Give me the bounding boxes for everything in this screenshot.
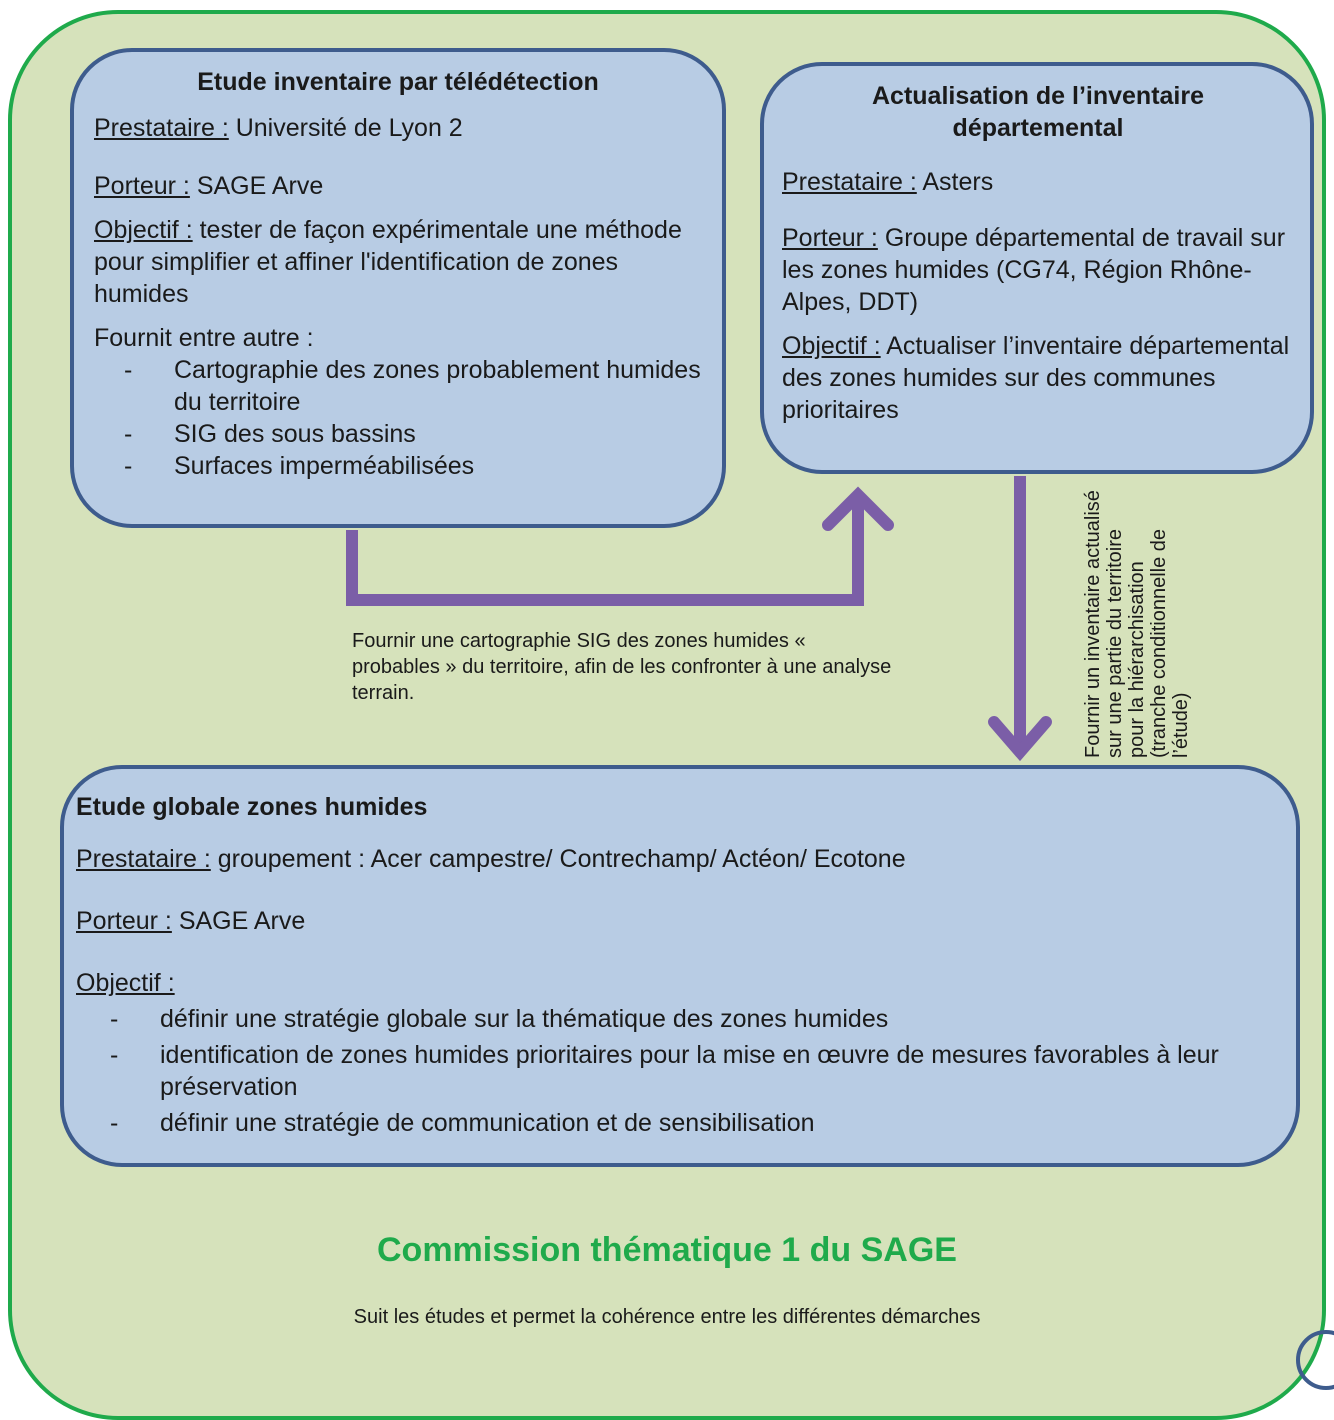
box-b-objectif: Objectif : Actualiser l’inventaire dépar… [782,330,1294,426]
commission-subtitle: Suit les études et permet la cohérence e… [353,1306,981,1328]
box-c-porteur-label: Porteur : [76,907,172,935]
box-b-prestataire-value: Asters [916,168,994,196]
box-b-prestataire-label: Prestataire : [782,168,917,196]
box-b-porteur-value: Groupe départemental de travail sur les … [782,224,1286,316]
box-a-porteur-label: Porteur : [94,172,190,200]
box-b-porteur: Porteur : Groupe départemental de travai… [782,222,1294,318]
box-a-prestataire-label: Prestataire : [94,114,229,142]
arrow-b-to-c-caption: Fournir un inventaire actualisé sur une … [1082,490,1192,758]
box-c-prestataire-value: groupement : Acer campestre/ Contrechamp… [210,845,906,873]
box-a-prestataire: Prestataire : Université de Lyon 2 [94,112,702,144]
box-b-porteur-label: Porteur : [782,224,878,252]
list-item: -Cartographie des zones probablement hum… [124,356,701,416]
box-etude-globale: Etude globale zones humides Prestataire … [60,765,1300,1167]
box-b-objectif-value: Actualiser l’inventaire départemental de… [782,332,1290,424]
box-c-list: -définir une stratégie globale sur la th… [76,1003,1284,1139]
commission-title: Commission thématique 1 du SAGE [377,1231,957,1269]
box-c-prestataire-label: Prestataire : [76,845,211,873]
box-actualisation-inventaire: Actualisation de l’inventaire départemen… [760,62,1314,474]
box-etude-teledetection: Etude inventaire par télédétection Prest… [70,48,726,528]
box-c-prestataire: Prestataire : groupement : Acer campestr… [76,843,1284,875]
box-a-porteur-value: SAGE Arve [189,172,324,200]
box-a-prestataire-value: Université de Lyon 2 [228,114,463,142]
box-a-title: Etude inventaire par télédétection [197,68,599,96]
box-a-objectif: Objectif : tester de façon expérimentale… [94,214,702,310]
list-item: -définir une stratégie de communication … [110,1109,815,1137]
list-item: -Surfaces imperméabilisées [124,452,475,480]
list-item: -SIG des sous bassins [124,420,416,448]
box-a-objectif-value: tester de façon expérimentale une méthod… [94,216,682,308]
box-a-fournit-label: Fournit entre autre : [94,324,314,352]
box-a-porteur: Porteur : SAGE Arve [94,170,702,202]
box-a-objectif-label: Objectif : [94,216,193,244]
box-b-objectif-label: Objectif : [782,332,881,360]
box-c-porteur-value: SAGE Arve [171,907,306,935]
arrow-a-to-b-caption: Fournir une cartographie SIG des zones h… [352,630,892,704]
box-b-prestataire: Prestataire : Asters [782,166,1294,198]
box-c-title: Etude globale zones humides [76,793,428,821]
box-b-title: Actualisation de l’inventaire départemen… [871,82,1205,142]
list-item: -identification de zones humides priorit… [110,1041,1219,1101]
list-item: -définir une stratégie globale sur la th… [110,1005,889,1033]
box-c-objectif-label: Objectif : [76,969,175,997]
box-a-list: -Cartographie des zones probablement hum… [94,354,702,482]
box-c-objectif: Objectif : [76,967,1284,999]
box-c-porteur: Porteur : SAGE Arve [76,905,1284,937]
